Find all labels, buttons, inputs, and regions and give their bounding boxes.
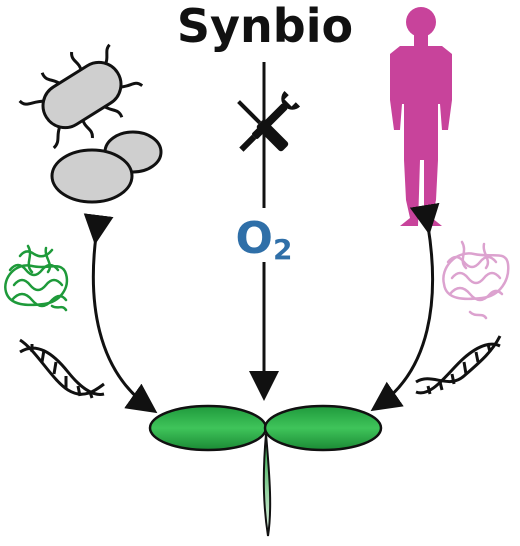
dna-icon-right bbox=[415, 335, 502, 395]
o2-main: O bbox=[236, 213, 273, 264]
title: Synbio bbox=[177, 0, 353, 53]
protein-icon-pink bbox=[442, 240, 510, 320]
human-icon bbox=[390, 7, 452, 226]
o2-label-bg bbox=[226, 208, 302, 262]
yeast-icon bbox=[50, 130, 163, 204]
left-curved-arrow bbox=[83, 213, 158, 414]
o2-subscript: 2 bbox=[273, 233, 292, 266]
right-curved-arrow bbox=[370, 202, 440, 412]
tools-icon bbox=[237, 90, 301, 152]
seedling-icon bbox=[148, 404, 383, 537]
bacterium-icon bbox=[18, 43, 144, 150]
dna-icon-left bbox=[19, 338, 105, 399]
o2-label: O2 bbox=[236, 213, 293, 266]
protein-icon-green bbox=[4, 244, 69, 312]
